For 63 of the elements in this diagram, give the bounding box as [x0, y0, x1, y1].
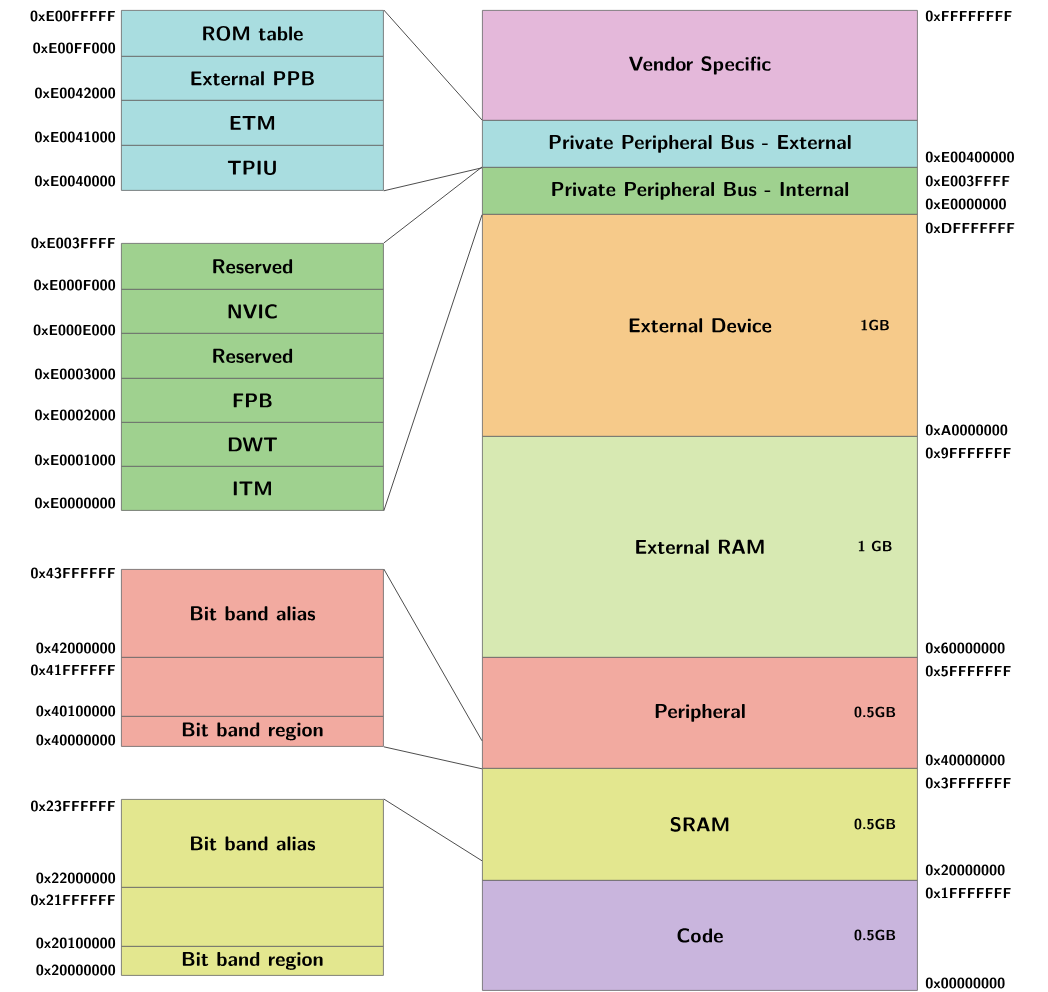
size-label: 0.5GB	[854, 706, 896, 718]
address-label: 0x40100000	[36, 705, 116, 717]
address-label: 0xE0041000	[35, 131, 116, 143]
memory-region-box: NVIC	[121, 289, 384, 334]
address-label: 0x40000000	[925, 754, 1005, 766]
memory-region-box	[121, 657, 384, 717]
address-label: 0x20000000	[925, 864, 1005, 876]
memory-region-box: ROM table	[121, 10, 384, 57]
address-label: 0x60000000	[925, 642, 1005, 654]
address-label: 0xE00400000	[925, 151, 1014, 163]
address-label: 0x41FFFFFF	[31, 664, 116, 676]
address-label: 0x22000000	[36, 872, 116, 884]
address-label: 0xE0000000	[35, 497, 116, 509]
connector-line	[383, 798, 483, 862]
memory-region-box: Bit band alias	[121, 569, 384, 658]
address-label: 0x40000000	[36, 734, 116, 746]
address-label: 0x5FFFFFFF	[925, 665, 1011, 677]
connector-line	[383, 9, 483, 121]
memory-region-box: Vendor Specific	[482, 10, 918, 121]
size-label: 0.5GB	[854, 818, 896, 830]
memory-region-box: ITM	[121, 466, 384, 511]
address-label: 0xA0000000	[925, 424, 1008, 436]
connector-line	[383, 568, 483, 742]
memory-region-box: ETM	[121, 100, 384, 146]
address-label: 0x20000000	[36, 964, 116, 976]
size-label: 0.5GB	[854, 929, 896, 941]
address-label: 0xE00FFFFF	[30, 10, 116, 22]
connector-line	[383, 214, 483, 512]
memory-region-box: External PPB	[121, 56, 384, 101]
memory-region-box: Private Peripheral Bus - Internal	[482, 167, 918, 215]
address-label: 0xE0003000	[35, 368, 116, 380]
memory-region-box: TPIU	[121, 145, 384, 191]
address-label: 0x3FFFFFFF	[925, 777, 1011, 789]
address-label: 0x1FFFFFFF	[925, 887, 1011, 899]
memory-region-box: Bit band region	[121, 716, 384, 747]
address-label: 0xE0000000	[925, 198, 1006, 210]
connector-line	[383, 166, 483, 244]
address-label: 0x43FFFFFF	[31, 567, 116, 579]
address-label: 0xE003FFFF	[31, 237, 116, 249]
size-label: 1 GB	[858, 540, 892, 552]
address-label: 0x20100000	[36, 937, 116, 949]
memory-region-box: Reserved	[121, 243, 384, 290]
address-label: 0xE0001000	[35, 454, 116, 466]
memory-region-box: Bit band alias	[121, 799, 384, 888]
address-label: 0xE000F000	[34, 279, 116, 291]
address-label: 0xDFFFFFFF	[925, 222, 1015, 234]
address-label: 0xE0042000	[35, 87, 116, 99]
size-label: 1GB	[861, 319, 889, 331]
address-label: 0x42000000	[36, 642, 116, 654]
address-label: 0xE000E000	[33, 324, 116, 336]
memory-region-box: DWT	[121, 422, 384, 467]
address-label: 0x9FFFFFFF	[925, 447, 1011, 459]
address-label: 0xE00FF000	[33, 42, 116, 54]
memory-region-box: Private Peripheral Bus - External	[482, 120, 918, 168]
address-label: 0xE0040000	[35, 175, 116, 187]
memory-region-box: FPB	[121, 378, 384, 423]
memory-region-box: Bit band region	[121, 946, 384, 976]
connector-line	[383, 167, 483, 192]
address-label: 0xE0002000	[35, 409, 116, 421]
address-label: 0xE003FFFF	[925, 175, 1010, 187]
connector-line	[383, 746, 483, 770]
memory-region-box: Reserved	[121, 333, 384, 379]
address-label: 0x21FFFFFF	[31, 894, 116, 906]
